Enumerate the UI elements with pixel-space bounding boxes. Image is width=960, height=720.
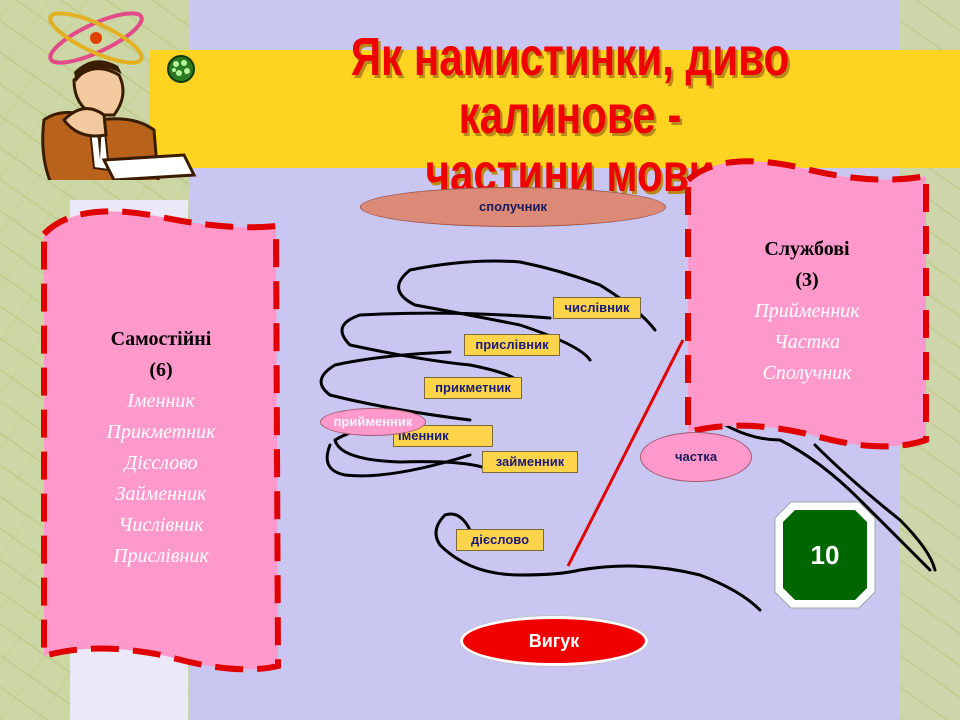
- thinking-man-clipart: [41, 11, 197, 180]
- left-scroll-count: (6): [149, 359, 173, 381]
- vyhuk-button[interactable]: Вигук: [460, 616, 648, 666]
- left-scroll-card: Самостійні (6) Іменник Прикметник Дієсло…: [36, 196, 286, 696]
- title-line-1: Як намистинки, диво калинове -: [350, 27, 790, 145]
- right-scroll-card: Службові (3) Прийменник Частка Сполучник: [682, 150, 932, 470]
- list-item: Прикметник: [106, 421, 216, 443]
- word-imennyk[interactable]: іменник: [393, 425, 493, 447]
- title-band: [150, 50, 960, 168]
- word-pryslivnyk[interactable]: прислівник: [464, 334, 560, 356]
- word-spoluchnyk[interactable]: сполучник: [360, 187, 666, 227]
- right-scroll-heading: Службові: [764, 238, 850, 260]
- list-item: Прийменник: [754, 300, 860, 322]
- left-scroll-text: Самостійні (6) Іменник Прикметник Дієсло…: [36, 324, 286, 572]
- word-zaimennyk[interactable]: займенник: [482, 451, 578, 473]
- word-prykmetnyk[interactable]: прикметник: [424, 377, 522, 399]
- score-badge-shape: [774, 501, 876, 609]
- score-value: 10: [810, 540, 840, 570]
- list-item: Прислівник: [113, 545, 209, 567]
- word-chastka[interactable]: частка: [640, 432, 752, 482]
- score-badge[interactable]: 10: [773, 500, 877, 610]
- right-scroll-shape: [685, 158, 929, 450]
- right-scroll-count: (3): [795, 269, 819, 291]
- list-item: Дієслово: [124, 452, 198, 474]
- left-scroll-heading: Самостійні: [110, 328, 212, 350]
- bullet-sphere-icon: [167, 55, 195, 83]
- atom-icon: [48, 11, 144, 65]
- word-pryimennyk[interactable]: прийменник: [320, 408, 426, 436]
- page-title: Як намистинки, диво калинове - частини м…: [266, 28, 874, 202]
- left-scroll-shape: [41, 208, 282, 673]
- word-dieslovo[interactable]: дієслово: [456, 529, 544, 551]
- red-line: [566, 339, 685, 567]
- list-item: Займенник: [115, 483, 207, 505]
- list-item: Іменник: [127, 390, 195, 412]
- word-chyslivnyk[interactable]: числівник: [553, 297, 641, 319]
- list-item: Числівник: [118, 514, 204, 536]
- list-item: Сполучник: [762, 362, 852, 384]
- list-item: Частка: [774, 331, 840, 353]
- right-scroll-text: Службові (3) Прийменник Частка Сполучник: [682, 234, 932, 389]
